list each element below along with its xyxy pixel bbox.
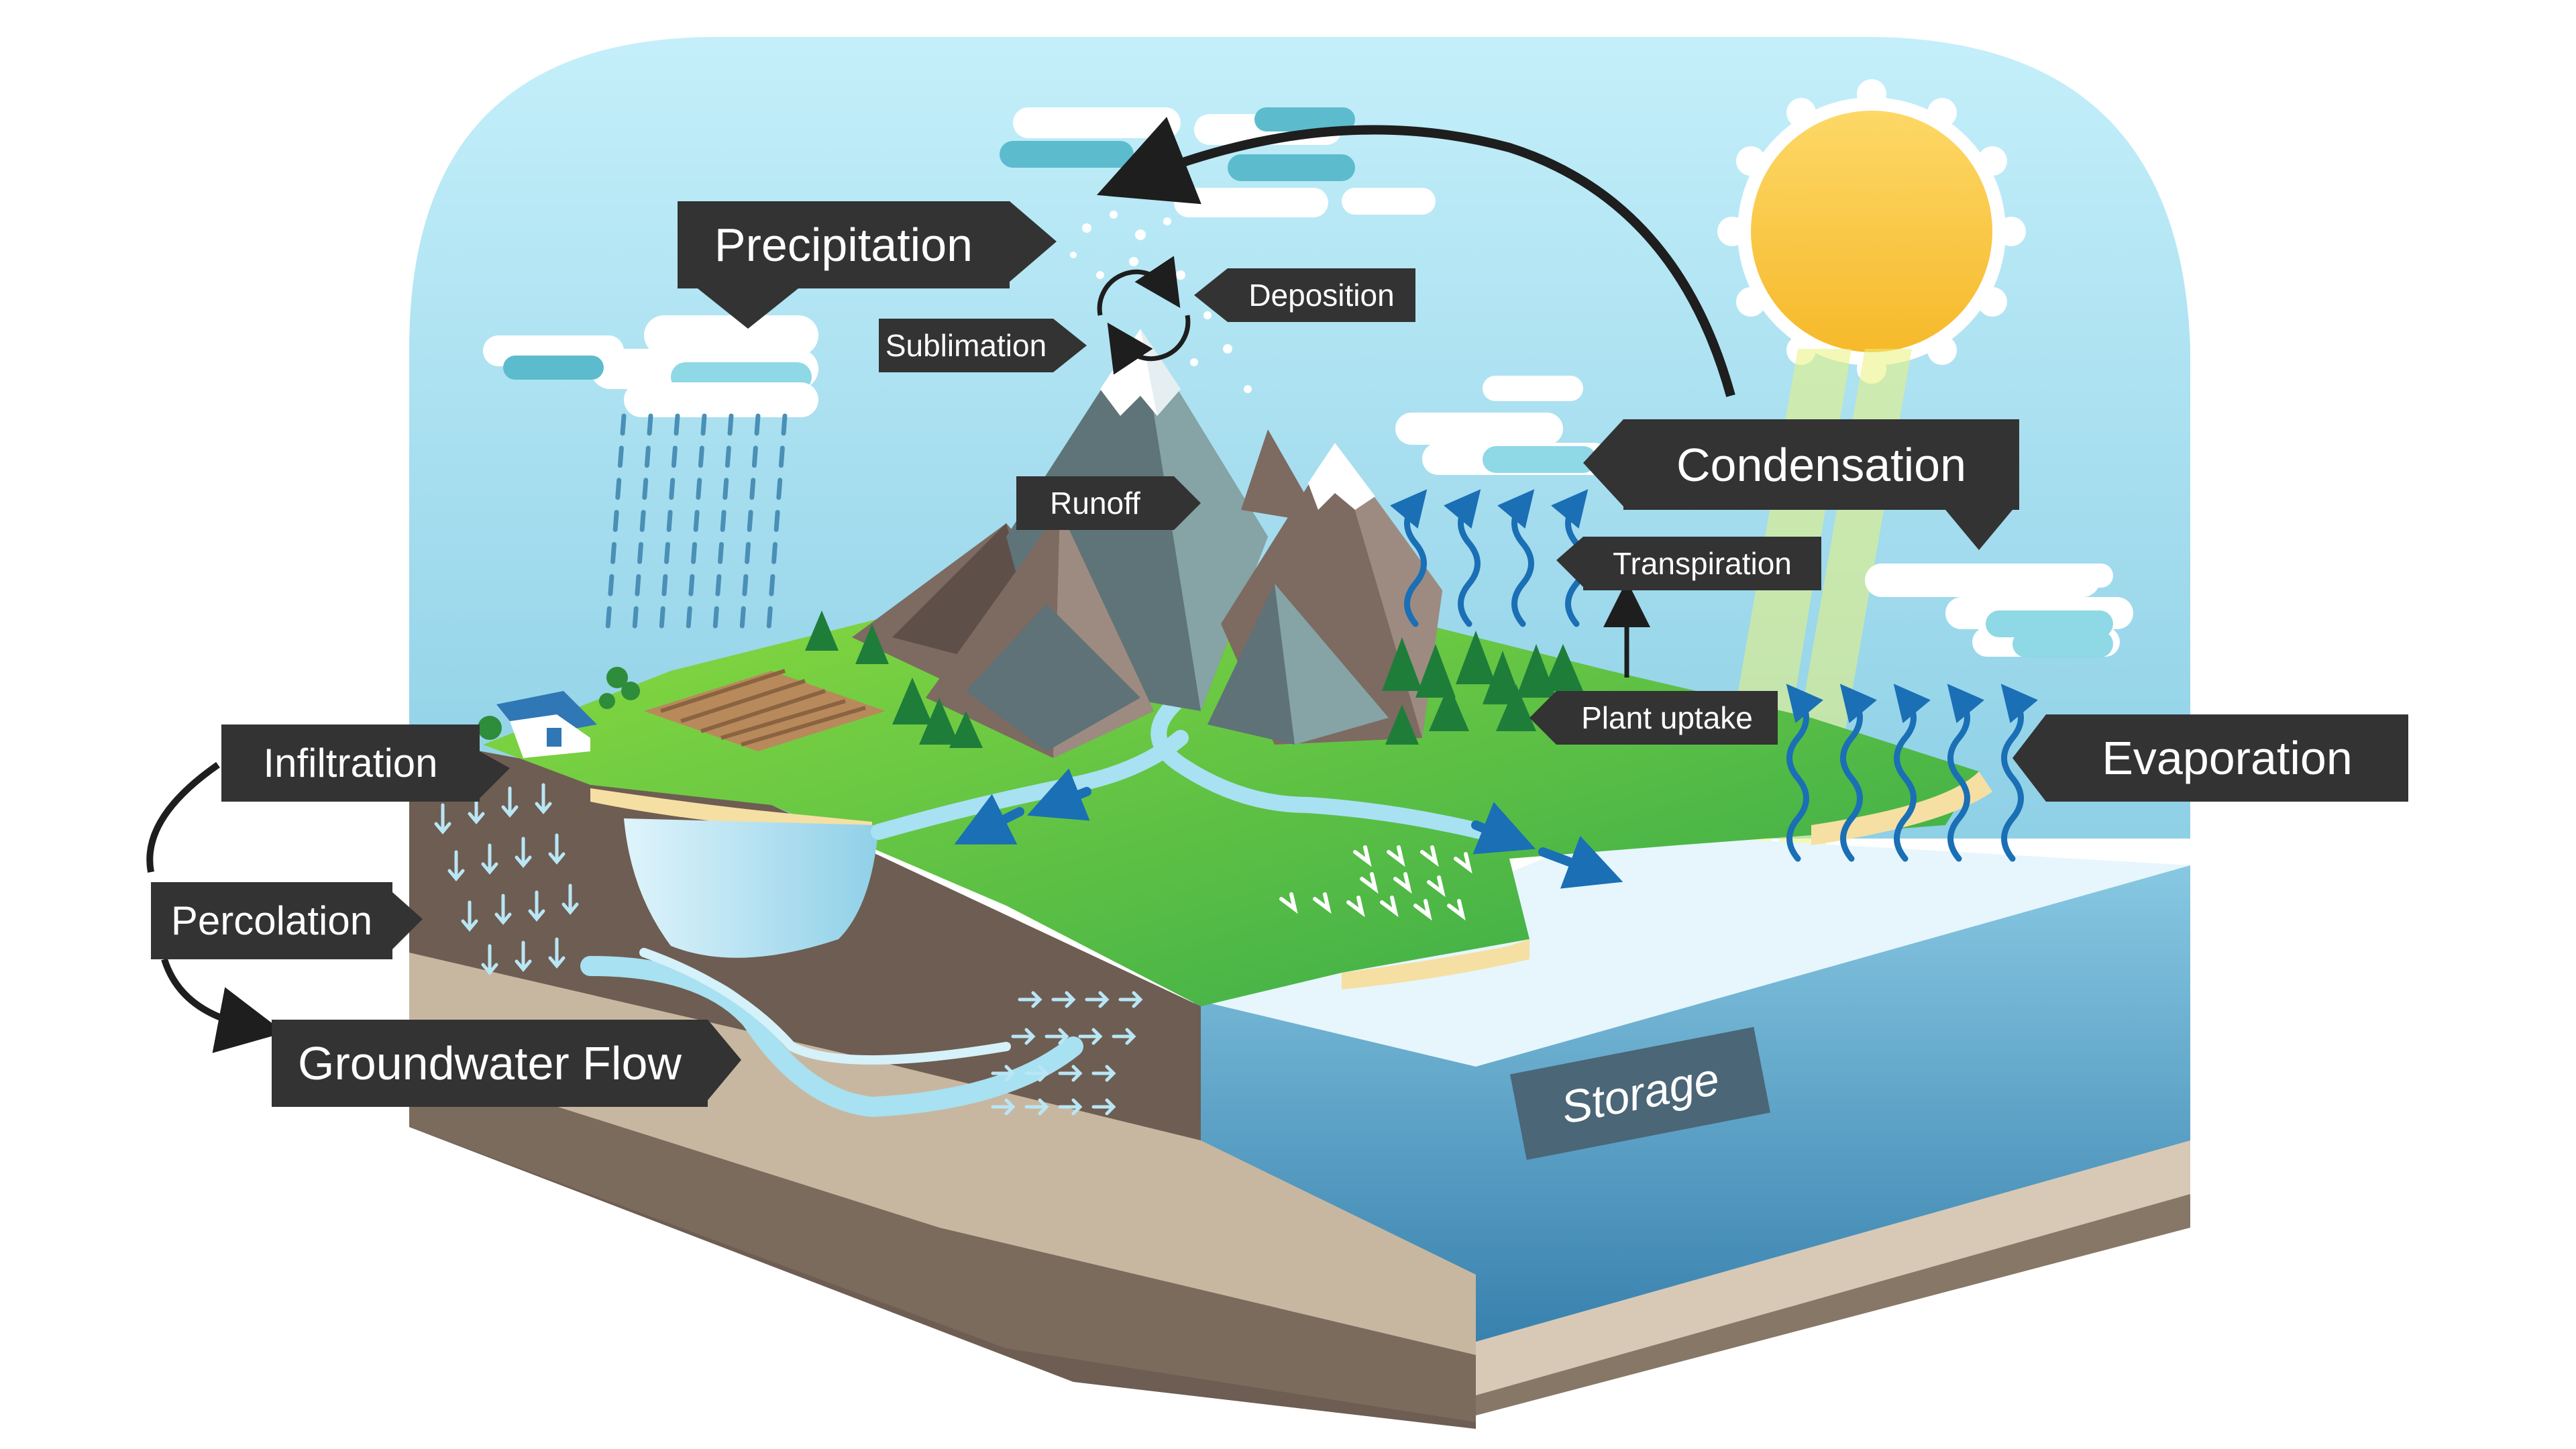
snow-icon — [1070, 211, 1252, 393]
label-transpiration: Transpiration — [1583, 537, 1821, 590]
beach — [1342, 939, 1529, 989]
label-percolation: Percolation — [151, 882, 392, 959]
cloud-icon — [1865, 564, 2133, 657]
mountain — [926, 510, 1154, 758]
label-runoff: Runoff — [1016, 476, 1174, 530]
label-groundwater-flow: Groundwater Flow — [272, 1020, 708, 1107]
mountain — [1241, 429, 1322, 523]
groundwater-stream — [639, 948, 1011, 1065]
bush-icon — [478, 667, 640, 740]
percolation-flow-arrow — [161, 958, 285, 1053]
infiltration-arrows — [434, 783, 579, 975]
evaporation-arrows — [1786, 684, 2039, 862]
label-evaporation: Evaporation — [2046, 714, 2408, 802]
label-infiltration: Infiltration — [221, 724, 480, 802]
label-condensation: Condensation — [1623, 419, 2019, 510]
bedrock-layer — [409, 1060, 1476, 1422]
lake — [624, 818, 879, 958]
river-flow-arrows — [954, 768, 1623, 889]
condensation-arrow — [1096, 117, 1735, 397]
groundwater-flow-arrows — [991, 991, 1143, 1116]
beach — [1811, 771, 1992, 845]
label-sublimation: Sublimation — [879, 319, 1053, 372]
rain-icon — [604, 413, 788, 640]
groundwater-stream — [580, 956, 1083, 1118]
flow-arrows — [1279, 845, 1472, 921]
label-precipitation: Precipitation — [678, 201, 1010, 288]
mountain — [1208, 584, 1389, 745]
label-plant-uptake: Plant uptake — [1556, 691, 1778, 745]
sun-icon — [1717, 79, 2026, 384]
label-pointers — [392, 201, 2046, 1100]
tree-icon — [805, 610, 1583, 748]
label-deposition: Deposition — [1228, 268, 1415, 322]
bedrock-layer — [1476, 1194, 2190, 1415]
cycle-arrows-icon — [1097, 256, 1191, 375]
house-icon — [496, 691, 597, 758]
transpiration-arrows — [1389, 489, 1589, 627]
cloud-icon — [483, 315, 818, 417]
sand-layer — [1476, 1140, 2190, 1409]
infiltration-flow-arrow — [146, 761, 220, 873]
sea-top-face — [1194, 832, 2190, 1067]
farm-rows — [660, 669, 866, 747]
cloud-icon — [1395, 376, 1610, 475]
